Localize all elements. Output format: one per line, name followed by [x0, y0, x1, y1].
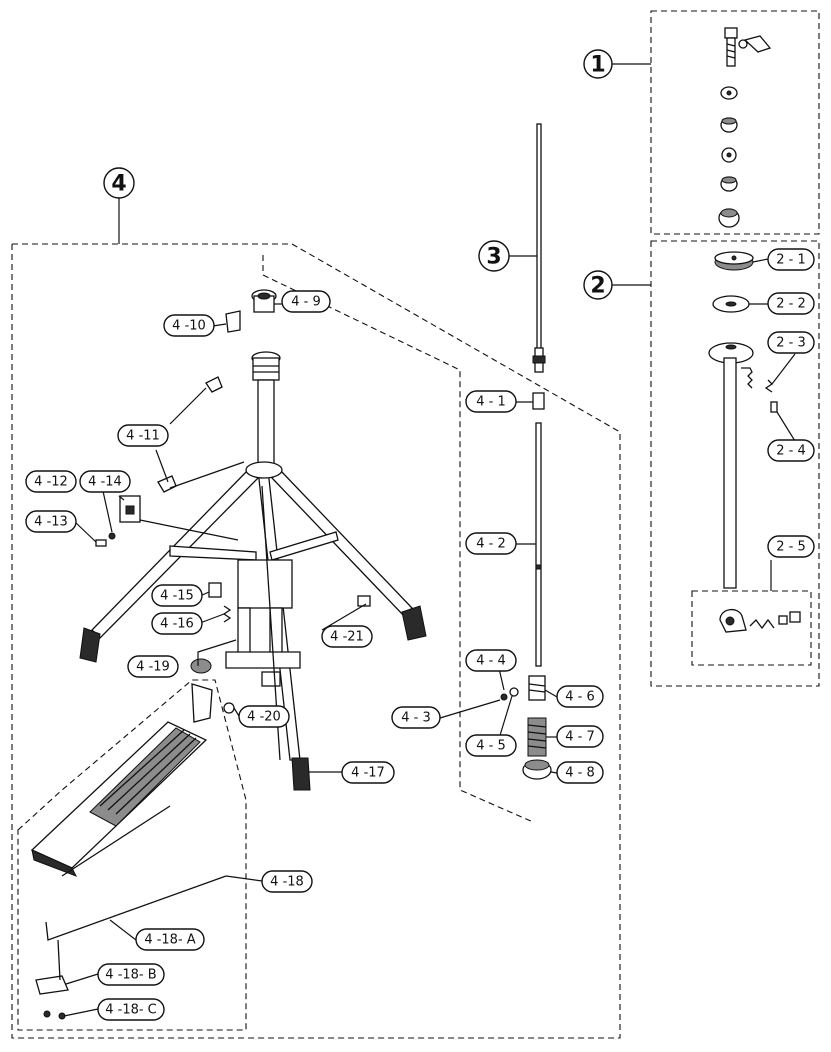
label-4-21-text: 4 -21	[330, 630, 364, 645]
label-4-7-text: 4 - 7	[565, 730, 595, 745]
label-4-6-text: 4 - 6	[565, 690, 595, 705]
group-1-number: 1	[590, 53, 605, 78]
label-4-20-text: 4 -20	[247, 710, 281, 725]
label-4-8: 4 - 8	[556, 761, 604, 784]
label-4-5-text: 4 - 5	[476, 739, 506, 754]
pedal-assembly	[30, 683, 227, 1020]
label-2-5-text: 2 - 5	[776, 540, 806, 555]
group-2-callout: 2	[583, 270, 613, 300]
group-3-callout: 3	[478, 240, 510, 272]
label-4-11-text: 4 -11	[126, 429, 160, 444]
label-4-18-text: 4 -18	[270, 875, 304, 890]
label-4-8-text: 4 - 8	[565, 766, 595, 781]
group-4-callout: 4	[103, 167, 135, 199]
label-4-14-text: 4 -14	[88, 475, 122, 490]
label-4-13-text: 4 -13	[34, 515, 68, 530]
pedal-subassembly-box	[17, 679, 247, 1031]
label-4-3: 4 - 3	[391, 706, 441, 729]
label-4-19-text: 4 -19	[136, 660, 170, 675]
label-4-12-text: 4 -12	[34, 475, 68, 490]
group-4-number: 4	[111, 172, 126, 197]
label-4-5: 4 - 5	[465, 734, 517, 757]
group-1-parts	[718, 27, 772, 228]
label-2-3: 2 - 3	[767, 331, 815, 354]
label-4-18-a-text: 4 -18- A	[144, 933, 195, 948]
label-4-10-text: 4 -10	[172, 319, 206, 334]
label-2-2: 2 - 2	[767, 292, 815, 315]
label-2-4-text: 2 - 4	[776, 444, 806, 459]
group-3-number: 3	[486, 245, 501, 270]
group-4-rod-parts	[500, 392, 552, 780]
label-2-3-text: 2 - 3	[776, 336, 806, 351]
label-4-16: 4 -16	[151, 612, 203, 635]
group-2-box	[650, 240, 820, 687]
group-1-callout: 1	[583, 49, 613, 79]
label-4-21: 4 -21	[321, 625, 373, 648]
label-4-2: 4 - 2	[465, 532, 517, 555]
label-4-3-text: 4 - 3	[401, 711, 431, 726]
label-4-1: 4 - 1	[465, 390, 517, 413]
part-2-5-box	[691, 590, 812, 666]
label-4-10: 4 -10	[163, 314, 215, 337]
group-1-box	[650, 10, 820, 235]
label-2-1: 2 - 1	[767, 248, 815, 271]
label-4-13: 4 -13	[25, 510, 77, 533]
label-2-1-text: 2 - 1	[776, 253, 806, 268]
label-4-15: 4 -15	[151, 584, 203, 607]
label-2-2-text: 2 - 2	[776, 297, 806, 312]
label-4-18-c: 4 -18- C	[97, 998, 165, 1021]
label-4-9-text: 4 - 9	[291, 295, 321, 310]
label-4-20: 4 -20	[238, 705, 290, 728]
label-4-17: 4 -17	[341, 761, 395, 784]
label-4-6: 4 - 6	[556, 685, 604, 708]
label-4-4-text: 4 - 4	[476, 654, 506, 669]
label-4-18-b-text: 4 -18- B	[105, 968, 156, 983]
label-4-18-b: 4 -18- B	[97, 963, 165, 986]
group-4-box	[11, 243, 621, 1039]
label-4-17-text: 4 -17	[351, 766, 385, 781]
label-4-15-text: 4 -15	[160, 589, 194, 604]
label-2-4: 2 - 4	[767, 439, 815, 462]
label-4-18-c-text: 4 -18- C	[105, 1003, 157, 1018]
label-4-16-text: 4 -16	[160, 617, 194, 632]
label-4-14: 4 -14	[79, 470, 131, 493]
label-4-18-a: 4 -18- A	[135, 928, 205, 951]
label-4-18: 4 -18	[261, 870, 313, 893]
label-2-5: 2 - 5	[767, 535, 815, 558]
label-4-12: 4 -12	[25, 470, 77, 493]
group-2-number: 2	[590, 274, 605, 299]
label-4-7: 4 - 7	[556, 725, 604, 748]
leader-lines	[63, 63, 796, 1017]
group-2-parts	[708, 251, 801, 633]
label-4-19: 4 -19	[127, 655, 179, 678]
group-3-rod	[532, 123, 546, 373]
group-4-subbox	[262, 255, 534, 823]
label-4-1-text: 4 - 1	[476, 395, 506, 410]
label-4-2-text: 4 - 2	[476, 537, 506, 552]
label-4-4: 4 - 4	[465, 649, 517, 672]
label-4-9: 4 - 9	[281, 290, 331, 313]
label-4-11: 4 -11	[117, 424, 169, 447]
